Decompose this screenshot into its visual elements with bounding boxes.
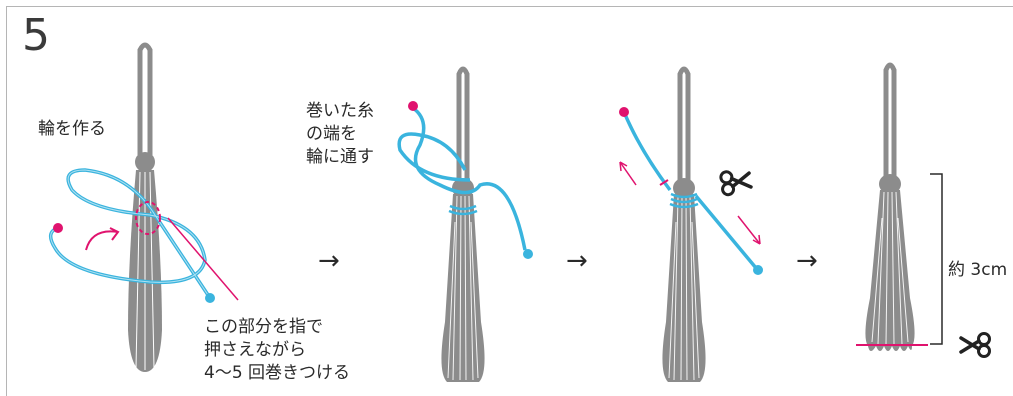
label-hold-part: この部分を指で 押さえながら 4～5 回巻きつける: [204, 316, 350, 385]
label-make-loop: 輪を作る: [38, 119, 106, 139]
label-thread-end-line1: 巻いた糸: [306, 101, 374, 121]
tassel-step2: [441, 69, 484, 382]
label-hold-part-line3: 4～5 回巻きつける: [204, 363, 351, 383]
scissors-icon: [959, 331, 992, 359]
step-arrow-2: →: [566, 246, 588, 276]
thread-loop-step2: [397, 101, 533, 259]
thread-step3: [619, 107, 763, 275]
label-length: 約 3cm: [948, 260, 1008, 280]
tassel-step3: [662, 69, 705, 382]
label-thread-end-line2: の端を: [306, 124, 357, 144]
frame-border: [6, 6, 1013, 396]
label-hold-part-line1: この部分を指で: [204, 317, 323, 337]
step-number: 5: [22, 10, 50, 61]
thread-loop-step1: [48, 168, 239, 303]
label-thread-end: 巻いた糸 の端を 輪に通す: [306, 100, 374, 169]
label-hold-part-line2: 押さえながら: [204, 340, 306, 360]
label-thread-end-line3: 輪に通す: [306, 147, 374, 167]
tassel-step1: [128, 42, 162, 372]
step-arrow-1: →: [318, 246, 340, 276]
length-bracket: [930, 173, 943, 345]
scissors-icon: [718, 166, 754, 198]
step-arrow-3: →: [796, 246, 818, 276]
tassel-step4: [865, 65, 914, 351]
